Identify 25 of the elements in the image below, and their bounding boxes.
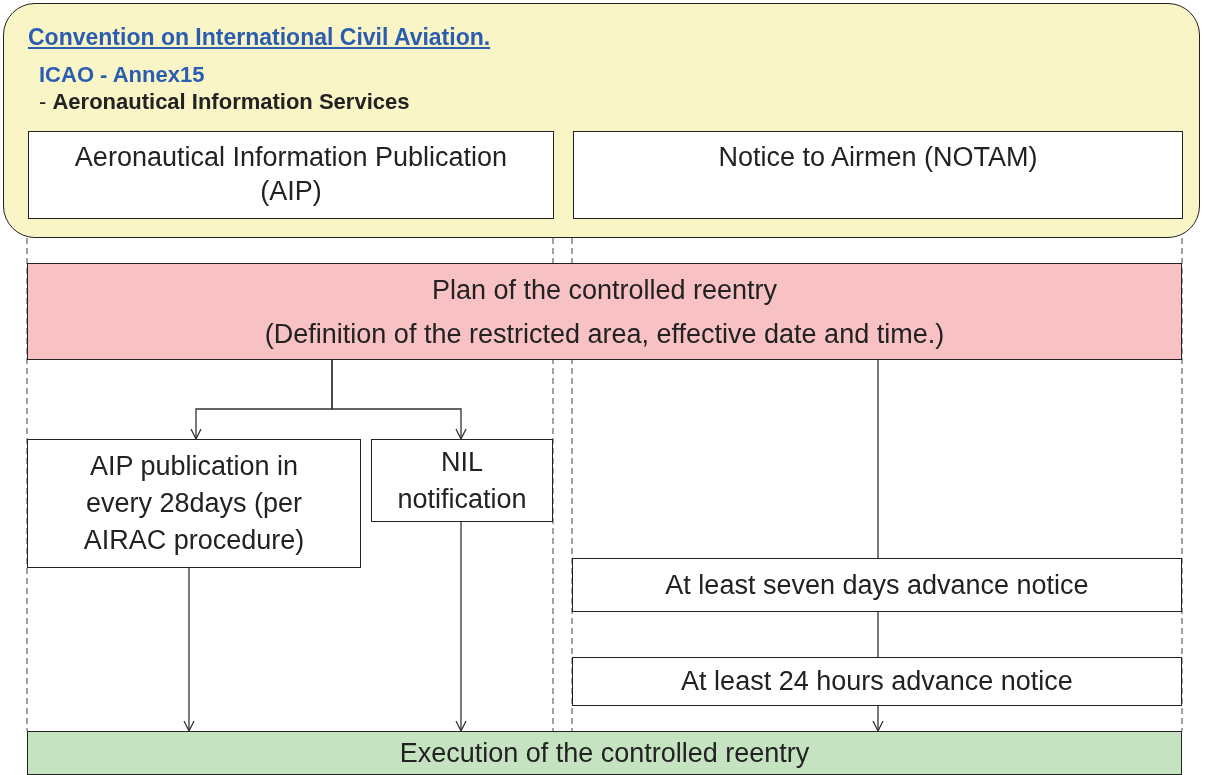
box-text: Execution of the controlled reentry — [399, 736, 810, 770]
execution-box — [27, 731, 1182, 775]
process-box — [572, 657, 1182, 706]
connector-arrow — [455, 521, 467, 732]
process-box — [573, 131, 1183, 219]
box-text: (Definition of the restricted area, effective date and time.) — [264, 317, 945, 351]
connector-arrow — [183, 567, 195, 732]
process-box — [28, 131, 554, 219]
box-text: At least seven days advance notice — [665, 568, 1089, 602]
box-text: Plan of the controlled reentry — [431, 273, 778, 307]
group-panel — [3, 3, 1200, 238]
plan-box — [27, 263, 1182, 360]
box-text: AIP publication in every 28days (per AIRAC procedure) — [82, 450, 306, 557]
process-box — [572, 558, 1182, 612]
subtitle: ICAO - Annex15 — [39, 61, 205, 89]
connector-arrow — [331, 359, 467, 440]
box-text: Notice to Airmen (NOTAM) — [718, 141, 1038, 174]
title-link: Convention on International Civil Aviation. — [28, 23, 491, 52]
process-box — [371, 439, 553, 522]
box-text: NIL notification — [396, 445, 528, 516]
process-box — [27, 439, 361, 568]
subheading: - Aeronautical Information Services — [39, 88, 410, 116]
box-text: Aeronautical Information Publication (AIP) — [73, 141, 509, 208]
box-text: At least 24 hours advance notice — [681, 665, 1073, 699]
connector-arrow — [872, 705, 884, 732]
